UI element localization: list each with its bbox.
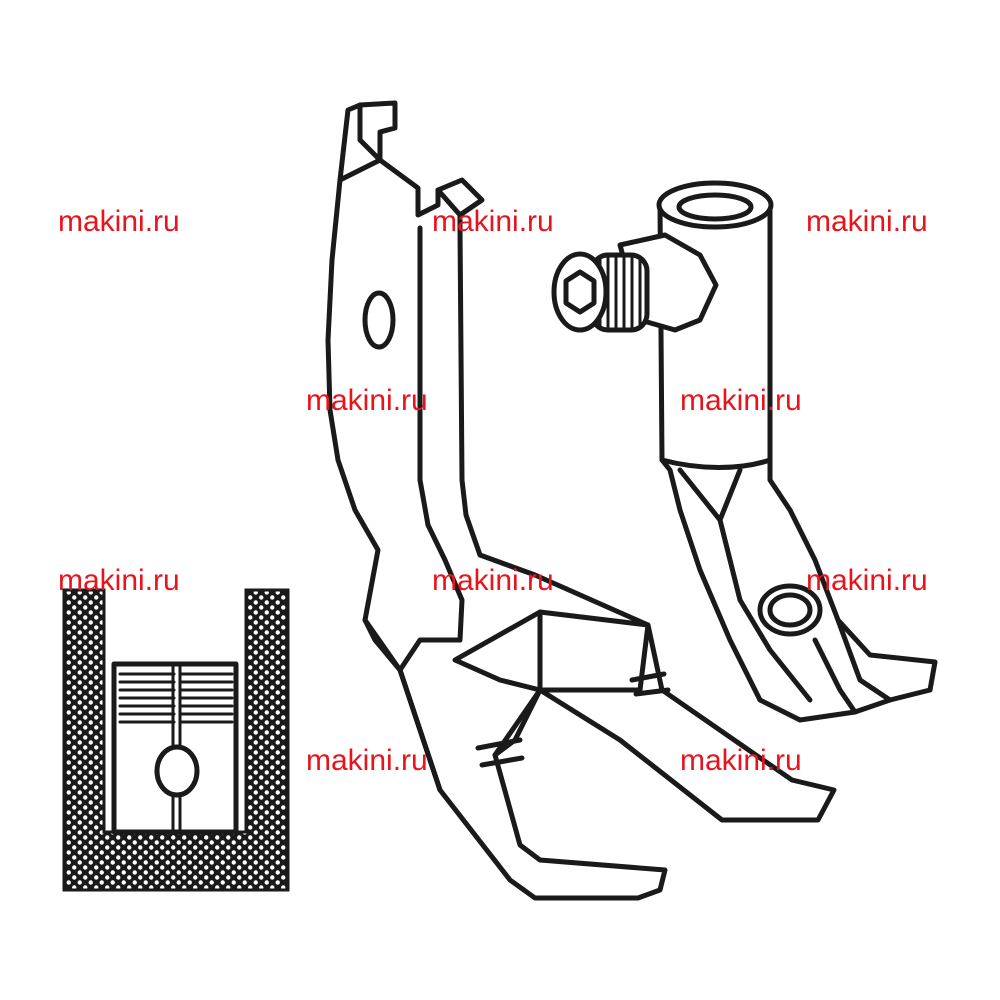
shaft-edge [835,617,893,703]
foot-shaft [657,202,938,723]
shank-edge [337,157,383,183]
foot-shank [325,100,837,901]
watermark-text: makini.ru [680,384,802,417]
shank-edge [417,225,465,643]
watermark-text: makini.ru [306,384,428,417]
toe-groove [629,671,667,683]
feed-grooves [118,672,234,724]
presser-foot-side-view [551,180,938,723]
watermark-text: makini.ru [432,564,554,597]
sole-bottom-view [62,588,290,892]
watermark-text: makini.ru [306,744,428,777]
watermark-text: makini.ru [432,205,554,238]
shaft-edge [812,637,858,715]
shank-edge [357,102,383,163]
toe-groove [475,737,523,751]
shaft-edge [659,457,773,470]
shaft-edge [717,517,813,703]
toe-crease [362,617,463,673]
hinge-pin [767,592,813,628]
toe-groove [479,755,525,768]
textured-sole-frame [62,588,290,892]
presser-foot-front-view [325,100,837,901]
watermark-text: makini.ru [680,744,802,777]
watermark-text: makini.ru [58,564,180,597]
watermark-text: makini.ru [806,564,928,597]
watermark-text: makini.ru [806,205,928,238]
toe-crease [397,667,443,793]
hex-socket-icon [563,269,597,315]
shaft-bore [676,192,754,222]
shank-edge [435,187,463,218]
needle-hole [154,744,200,798]
toe-groove [633,687,671,697]
thumb-screw [551,251,650,333]
mounting-hole [362,290,396,350]
watermark-text: makini.ru [58,205,180,238]
